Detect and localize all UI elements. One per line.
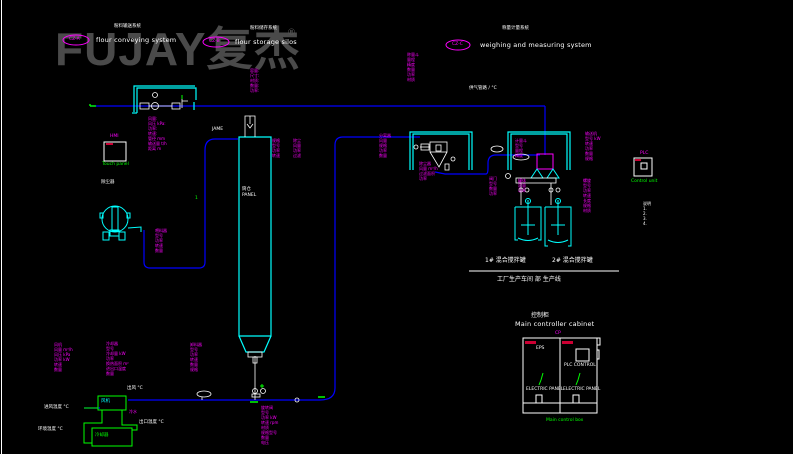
system-tag-weighing [445,39,471,51]
blower-temp-top: 出风 °C [127,386,143,391]
system-tag-flour-conveying [62,34,90,46]
blower-temp-right: 出口温度 °C [139,420,164,425]
system-tag-label-weighing: CZ-C [452,42,463,47]
hmi-left-caption: Touch panel [102,162,129,167]
silo-body [238,136,272,337]
pipe-riser-right [319,136,420,401]
air-inlet-label: 供气管路 / °C [469,86,497,91]
right-edge-notes: 说明 1. 2. 3. 4. [643,201,651,226]
bottom-left-notes: 风机 风量 m³/h 风压 kPa 功率 kW 转速 数量 [54,342,73,372]
system-tag-flour-storage [202,36,230,48]
mixing-tank-1 [514,198,542,241]
cooler-box [91,427,133,447]
mixing-tank-2 [544,198,572,247]
screw-conveyor [505,153,561,205]
rotary-valve-notes: 旋转阀 型号 功率 kW 转速 rpm 材质 规格型号 数量 电压 [261,405,279,445]
blower-box [97,395,127,411]
feeder-notes: 喂料器 型号 功率 转速 数量 [155,228,167,253]
left-tank-label: 除尘器 [101,180,115,185]
cabinet-tag: CP [555,331,561,336]
cooler-box-label: 冷却器 [95,433,109,438]
receiver-tank-left [99,205,142,241]
registered-mark: ® [287,28,296,38]
weigh-right-notes: 输送机 型号 kW 转速 功率 数量 规格 [585,131,601,161]
weigh-right-notes-2: 螺旋 型号 功率 转速 长度 规格 材质 [583,178,591,213]
cabinet-left-panel-label: ELECTRIC PANEL [526,387,564,392]
blower-cooler-unit [83,395,138,447]
hmi-left-tag: HMI [110,134,119,139]
filter-flow-meter [490,145,504,153]
cabinet-title-cn: 控制柜 [531,312,550,319]
silo-far-right-notes: 除尘 风量 功率 过滤 [293,138,301,158]
hmi-right-tag: PLC [640,151,649,156]
tank-side-notes: 罐体 容量 功率 [518,178,526,193]
system-tag-label-flour-storage: CZ-B [209,39,220,44]
hopper-notes: 计量斗 型号 量程 精度 [515,138,527,158]
bottom-mid-notes: 冷却器 型号 冷却量 kW 功率 换热面积 m² 进出口温度 数量 [106,341,129,376]
cabinet-title-en: Main controller cabinet [515,320,595,328]
cyclone-separator [413,141,456,171]
pipe-filter-to-weigh [434,154,540,175]
weighing-enclosure [507,131,571,170]
cabinet-alarm-left [525,341,536,344]
weigh-left-notes: 称量斗 量程 精度 数量 功率 材质 [407,52,419,82]
valve-notes: 阀门 型号 数量 功率 [489,176,497,196]
brand-watermark: FUJAY复杰 [55,23,301,75]
system-title-cn-flour-conveying: 粉料输送系统 [114,24,141,29]
cabinet-alarm-right [562,341,573,344]
conveyor-equipment [139,92,188,110]
main-pipeline [84,105,546,409]
silo-label: 筒仓 [242,187,251,192]
cabinet-right-small: PLC CONTROL [564,363,596,368]
pipe-marker: 1 [195,196,198,201]
weigh-hopper-legs [530,168,560,179]
silo-sub-label: PANEL [242,193,257,198]
blower-box-label: 风机 [101,399,110,404]
storage-notes-top: 容量: 尺寸: 材质: 数量: 功率: [250,68,260,93]
cabinet-right-panel-label: ELECTRIC PANEL [563,387,601,392]
bottom-silo-notes: 卸料器 型号 功率 转速 数量 规格 [190,342,202,372]
cabinet-left-small: EPS [536,346,545,351]
blower-temp-left: 进风温度 °C [44,405,69,410]
silo-cone [238,335,272,353]
hmi-right [633,157,653,177]
silo-right-notes: 规格 型号 功率 转速 [272,138,280,158]
system-title-flour-storage: flour storage silos [235,38,297,46]
storage-silo [238,136,272,353]
conveyor-valve-box [171,102,181,110]
silo-rotary-valve [247,351,266,400]
conveyor-enclosure [132,85,197,114]
tank-1-label: 1# 混合搅拌罐 [485,257,526,264]
weigh-hopper [536,153,554,170]
system-title-weighing: weighing and measuring system [480,41,592,49]
hmi-right-caption: Control unit [631,179,658,184]
blower-side-note: 冷水 [129,409,137,414]
blower-ambient: 环境温度 °C [38,427,63,432]
cabinet-footer: Main control box [546,418,584,423]
system-title-cn-weighing: 称量计量系统 [502,26,529,31]
silo-top-filter [244,115,256,137]
hmi-left [103,141,127,162]
tanks-caption: 工厂生产车间 部 生产线 [497,276,561,283]
cabinet-display [575,348,590,362]
bottom-flow-meter [196,390,212,398]
system-title-cn-flour-storage: 粉料储存系统 [250,26,277,31]
filter-notes: 除尘器 风量 m³/h 过滤面积 功率 [419,161,438,181]
pipe-silo-loop-left [143,138,238,269]
control-cabinet [522,337,601,414]
tank-2-label: 2# 混合搅拌罐 [552,257,593,264]
pump-label: JAME [212,127,224,132]
filter-left-notes: 分离器 风量 规格 功率 数量 [379,133,391,158]
system-title-flour-conveying: flour conveying system [96,36,177,44]
conveyor-notes: 风量: 风压 kPa: 功率: 转速: 管径 mm 输送量 t/h 距离 m [148,116,167,151]
filter-enclosure [409,131,473,170]
system-tag-label-flour-conveying: CZ-A [69,37,80,42]
